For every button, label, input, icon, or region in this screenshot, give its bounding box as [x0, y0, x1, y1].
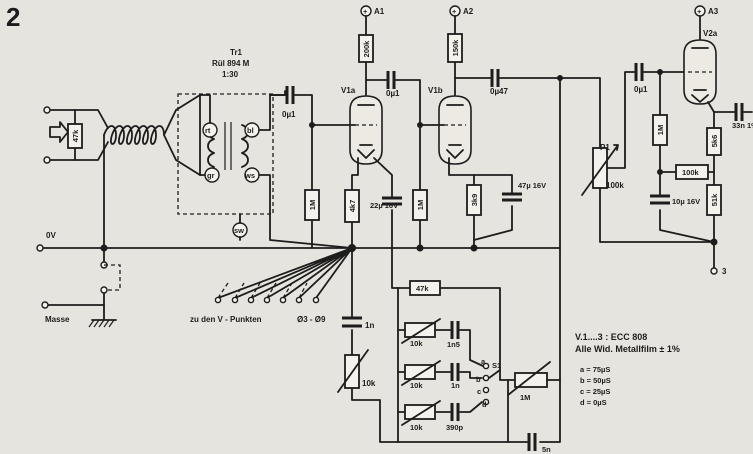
svg-text:+: + — [697, 7, 702, 16]
svg-text:150k: 150k — [451, 39, 460, 57]
svg-text:1n: 1n — [451, 381, 460, 390]
svg-text:390p: 390p — [446, 423, 464, 432]
svg-text:51k: 51k — [710, 193, 719, 206]
shielded-cable — [103, 125, 165, 145]
svg-text:1M: 1M — [308, 200, 317, 210]
tube-v1a-label: V1a — [341, 86, 356, 95]
transformer-shield — [177, 93, 274, 215]
svg-text:33n 1%: 33n 1% — [732, 121, 753, 130]
resistor-r-k1 — [344, 189, 360, 223]
resistor-r-a3-1 — [706, 127, 722, 156]
svg-text:5n: 5n — [542, 445, 551, 454]
svg-text:10k: 10k — [410, 423, 423, 432]
tube-v1b-stage: + A2 150k V1b 1M 0µ47 3k9 47µ 16V — [412, 5, 561, 249]
transformer-type: Rül 894 M — [212, 59, 250, 68]
note-tubes: V.1....3 : ECC 808 — [575, 332, 647, 342]
figure-number: 2 — [6, 2, 20, 32]
svg-text:10k: 10k — [410, 381, 423, 390]
svg-text:sw: sw — [234, 226, 244, 235]
tube-v2a-label: V2a — [703, 29, 718, 38]
supply-a2-label: A2 — [463, 7, 474, 16]
resistor-r-mid — [675, 164, 709, 180]
svg-text:1M: 1M — [416, 200, 425, 210]
svg-text:1n: 1n — [365, 321, 374, 330]
svg-text:+: + — [452, 7, 457, 16]
tube-v1a — [349, 95, 383, 165]
v-points-label: zu den V - Punkten — [190, 315, 262, 324]
chassis-ground-icon — [91, 304, 117, 321]
svg-text:100k: 100k — [682, 168, 700, 177]
svg-text:d: d — [482, 400, 487, 409]
note-tc-b: b = 50µS — [580, 376, 611, 385]
resistor-input — [67, 123, 83, 149]
svg-text:c: c — [477, 387, 481, 396]
svg-text:1M: 1M — [520, 393, 530, 402]
transformer-name: Tr1 — [230, 48, 243, 57]
resistor-r-a1 — [358, 34, 374, 63]
resistor-r-a3-2 — [706, 184, 722, 216]
note-tc-d: d = 0µS — [580, 398, 607, 407]
svg-text:10k: 10k — [410, 339, 423, 348]
svg-text:47k: 47k — [416, 284, 429, 293]
svg-text:200k: 200k — [362, 40, 371, 58]
supply-a1-label: A1 — [374, 7, 385, 16]
input-arrow-icon — [49, 121, 69, 143]
svg-text:4k7: 4k7 — [348, 200, 357, 213]
resistor-r-g1 — [304, 189, 320, 221]
input-section: 47k — [43, 94, 201, 251]
svg-text:1M: 1M — [656, 125, 665, 135]
v-points-fan: zu den V - Punkten Ø3 - Ø9 — [190, 247, 353, 324]
note-resistors: Alle Wid. Metallfilm ± 1% — [575, 344, 680, 354]
svg-text:bl: bl — [247, 126, 254, 135]
svg-text:10µ 16V: 10µ 16V — [672, 197, 700, 206]
svg-text:5k6: 5k6 — [710, 135, 719, 148]
resistor-input-label: 47k — [71, 129, 80, 142]
output-stage-v2a: P1 100k 0µ1 1M 10µ 16V 100k + A3 V2a 5k6… — [559, 5, 753, 276]
switch-s1[interactable] — [488, 369, 501, 379]
tube-v2a — [683, 39, 717, 105]
resistor-r-a2 — [447, 33, 463, 63]
resistor-r-fb — [409, 280, 441, 296]
svg-text:ws: ws — [244, 171, 255, 180]
tube-v1b-label: V1b — [428, 86, 443, 95]
svg-text:1n5: 1n5 — [447, 340, 460, 349]
note-tc-a: a = 75µS — [580, 365, 610, 374]
output-terminal-label: 3 — [722, 267, 727, 276]
svg-text:S1: S1 — [492, 361, 501, 370]
tube-v1b — [438, 95, 472, 165]
transformer-tr1: Tr1 Rül 894 M 1:30 rt bl gr ws sw — [177, 48, 353, 249]
svg-text:rt: rt — [205, 126, 211, 135]
note-tc-c: c = 25µS — [580, 387, 610, 396]
capacitor-c-in: 0µ1 — [269, 86, 313, 126]
svg-text:0µ1: 0µ1 — [386, 89, 400, 98]
resistor-r-g2 — [412, 189, 428, 221]
svg-text:0µ1: 0µ1 — [634, 85, 648, 94]
pot-p1[interactable] — [592, 147, 608, 189]
resistor-r-g3 — [652, 114, 668, 146]
svg-text:0µ47: 0µ47 — [490, 87, 509, 96]
svg-text:3k9: 3k9 — [470, 194, 479, 207]
equalization-network: 1n 10k 47k 10k 1n5 10k 1n 10k 390p — [337, 247, 561, 454]
svg-text:gr: gr — [207, 171, 215, 180]
v-points-range: Ø3 - Ø9 — [297, 315, 326, 324]
svg-text:22µ 16V: 22µ 16V — [370, 201, 398, 210]
svg-text:+: + — [363, 7, 368, 16]
svg-text:10k: 10k — [362, 379, 376, 388]
transformer-ratio: 1:30 — [222, 70, 239, 79]
svg-text:a: a — [481, 357, 486, 366]
svg-text:b: b — [476, 375, 481, 384]
svg-text:100k: 100k — [606, 181, 624, 190]
supply-a3-label: A3 — [708, 7, 719, 16]
zero-volt-label: 0V — [46, 231, 56, 240]
svg-text:0µ1: 0µ1 — [282, 110, 296, 119]
notes: V.1....3 : ECC 808 Alle Wid. Metallfilm … — [575, 332, 680, 407]
resistor-r-k2 — [466, 184, 482, 216]
tube-v1a-stage: + A1 200k V1a 0µ1 1M 4k7 22µ 16V — [304, 5, 421, 249]
svg-text:P1: P1 — [600, 143, 610, 152]
ground-label: Masse — [45, 315, 70, 324]
svg-text:47µ 16V: 47µ 16V — [518, 181, 546, 190]
